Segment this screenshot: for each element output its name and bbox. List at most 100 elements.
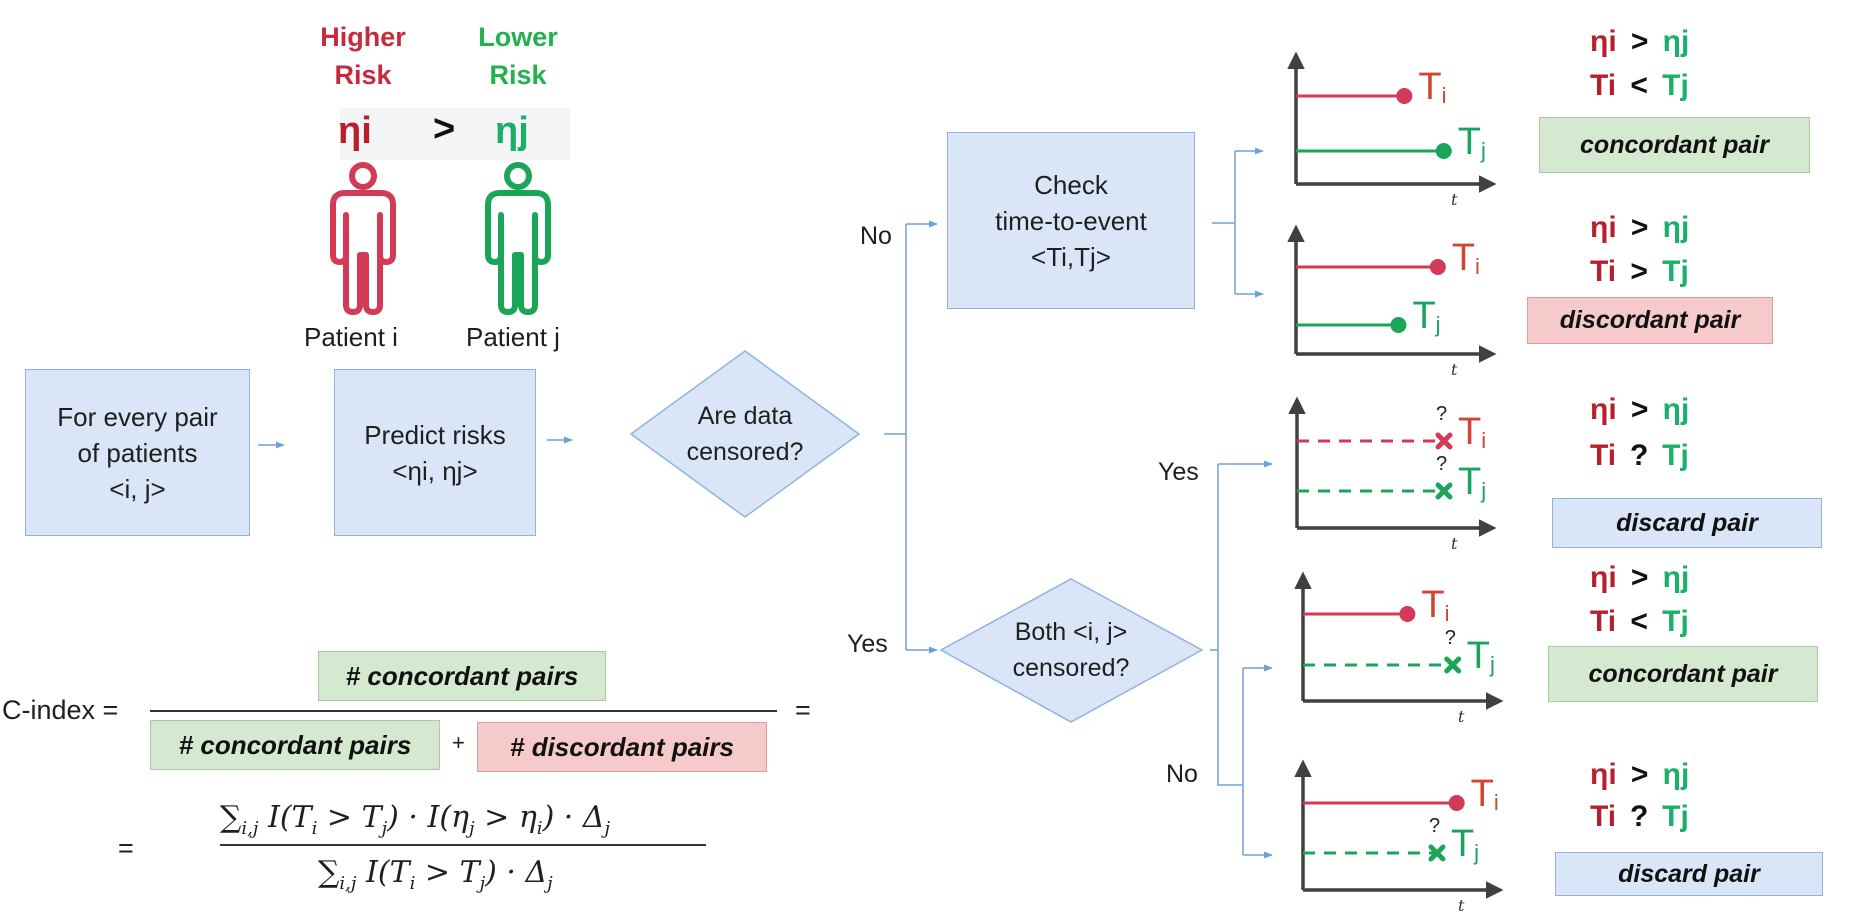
time-comparison: Ti<Tj <box>1590 69 1689 102</box>
concordant-pair-badge: concordant pair <box>1548 646 1818 702</box>
decision1-diamond <box>629 350 861 518</box>
person-icon <box>330 162 396 315</box>
time-axis-label: t <box>1451 360 1458 379</box>
eta-comparison: ηi>ηj <box>1590 211 1690 244</box>
equals-sign-left: = <box>118 833 134 863</box>
timeline-chart-1 <box>1287 51 1497 193</box>
event-dot-icon <box>1396 88 1413 104</box>
tj-label: Tj <box>1412 295 1441 337</box>
censor-question-mark: ? <box>1428 815 1441 837</box>
step-for-every-pair: For every pair of patients <i, j> <box>25 369 250 536</box>
censored-x-icon <box>1435 432 1453 450</box>
decision1-line2: censored? <box>686 438 804 466</box>
censored-x-icon <box>1444 656 1462 674</box>
event-dot-icon <box>1390 317 1407 333</box>
eta-comparison: ηi>ηj <box>1590 561 1690 594</box>
event-dot-icon <box>1429 259 1446 275</box>
tj-label: Tj <box>1457 121 1486 163</box>
timeline-charts <box>1287 51 1504 899</box>
patient-j-label: Patient j <box>466 322 560 352</box>
ti-label: Ti <box>1451 237 1480 279</box>
decision1-no-label: No <box>860 222 892 250</box>
ti-label: Ti <box>1470 773 1499 815</box>
censor-question-mark: ? <box>1436 453 1448 475</box>
numerator-concordant-chip: # concordant pairs <box>318 651 606 701</box>
c-index-label: C-index = <box>2 695 119 725</box>
step1-line3: <i, j> <box>109 473 166 504</box>
step2-line1: Predict risks <box>364 419 506 450</box>
higher-risk-line1: Higher <box>320 22 406 52</box>
eta-comparison: ηi>ηj <box>1590 758 1690 791</box>
ti-label: Ti <box>1458 411 1487 453</box>
step-check-time-to-event: Check time-to-event <Ti,Tj> <box>947 132 1195 309</box>
censored-x-icon <box>1428 844 1446 862</box>
tj-label: Tj <box>1458 461 1487 503</box>
check-branch <box>1212 151 1236 294</box>
event-dot-icon <box>1399 606 1416 622</box>
tj-label: Tj <box>1450 823 1480 865</box>
time-comparison: Ti?Tj <box>1590 439 1689 472</box>
event-dot-icon <box>1435 143 1452 159</box>
eta-i: ηi <box>338 110 372 152</box>
eta-comparison: ηi>ηj <box>1590 25 1690 58</box>
higher-risk-label: Higher Risk <box>303 18 423 94</box>
decision1-branch <box>884 224 907 650</box>
eta-compare-highlight <box>340 108 570 160</box>
time-axis-label: t <box>1458 707 1465 726</box>
discard-pair-badge: discard pair <box>1555 852 1823 896</box>
decision2-yes-label: Yes <box>1158 458 1199 486</box>
decision1-line1: Are data <box>697 402 793 430</box>
step-predict-risks: Predict risks <ηi, ηj> <box>334 369 536 536</box>
decision2-branch <box>1210 464 1244 855</box>
equals-sign-right: = <box>795 695 811 725</box>
denominator-discordant-chip: # discordant pairs <box>477 722 767 772</box>
time-comparison: Ti>Tj <box>1590 255 1689 288</box>
time-axis-label: t <box>1458 896 1465 915</box>
eta-greater-than: > <box>433 108 456 150</box>
decision2-no-label: No <box>1166 760 1198 788</box>
decision1-text: Are data censored? <box>655 398 835 470</box>
censor-question-mark: ? <box>1444 627 1456 649</box>
step1-line2: of patients <box>77 437 198 468</box>
timeline-chart-4 <box>1294 571 1504 710</box>
time-axis-label: t <box>1451 190 1458 209</box>
eta-comparison: ηi>ηj <box>1590 393 1690 426</box>
censor-question-mark: ? <box>1436 403 1448 425</box>
censored-x-icon <box>1435 482 1453 500</box>
check-line1: Check <box>1034 169 1108 200</box>
check-line3: <Ti,Tj> <box>1031 241 1111 272</box>
check-line2: time-to-event <box>995 205 1147 236</box>
decision1-yes-label: Yes <box>847 630 888 658</box>
person-icon <box>485 162 551 315</box>
lower-risk-line1: Lower <box>478 22 558 52</box>
decision2-line1: Both <i, j> <box>1014 618 1128 646</box>
math-numerator: ∑i,j I(Ti > Tj) · I(ηj > ηi) · Δj <box>220 800 611 839</box>
higher-risk-line2: Risk <box>334 60 392 90</box>
decision2-line2: censored? <box>1012 654 1130 682</box>
tj-label: Tj <box>1466 635 1495 677</box>
decision2-diamond <box>939 578 1204 723</box>
time-comparison: Ti<Tj <box>1590 605 1689 638</box>
timeline-chart-3 <box>1288 396 1497 537</box>
eta-j: ηj <box>495 110 529 152</box>
discordant-pair-badge: discordant pair <box>1527 297 1773 344</box>
timeline-chart-5 <box>1294 759 1504 899</box>
lower-risk-line2: Risk <box>489 60 547 90</box>
decision2-text: Both <i, j> censored? <box>976 614 1166 686</box>
ti-label: Ti <box>1418 66 1447 108</box>
step1-line1: For every pair <box>57 401 218 432</box>
time-axis-label: t <box>1451 534 1458 553</box>
step2-line2: <ηi, ηj> <box>392 455 478 486</box>
lower-risk-label: Lower Risk <box>458 18 578 94</box>
plus-sign: + <box>452 730 465 755</box>
discard-pair-badge: discard pair <box>1552 498 1822 548</box>
time-comparison: Ti?Tj <box>1590 800 1689 833</box>
math-denominator: ∑i,j I(Ti > Tj) · Δj <box>318 855 553 894</box>
ti-label: Ti <box>1421 584 1450 626</box>
event-dot-icon <box>1448 795 1465 811</box>
denominator-concordant-chip: # concordant pairs <box>150 720 440 770</box>
patient-i-label: Patient i <box>304 322 398 352</box>
timeline-chart-2 <box>1287 224 1497 363</box>
concordant-pair-badge: concordant pair <box>1539 117 1810 173</box>
